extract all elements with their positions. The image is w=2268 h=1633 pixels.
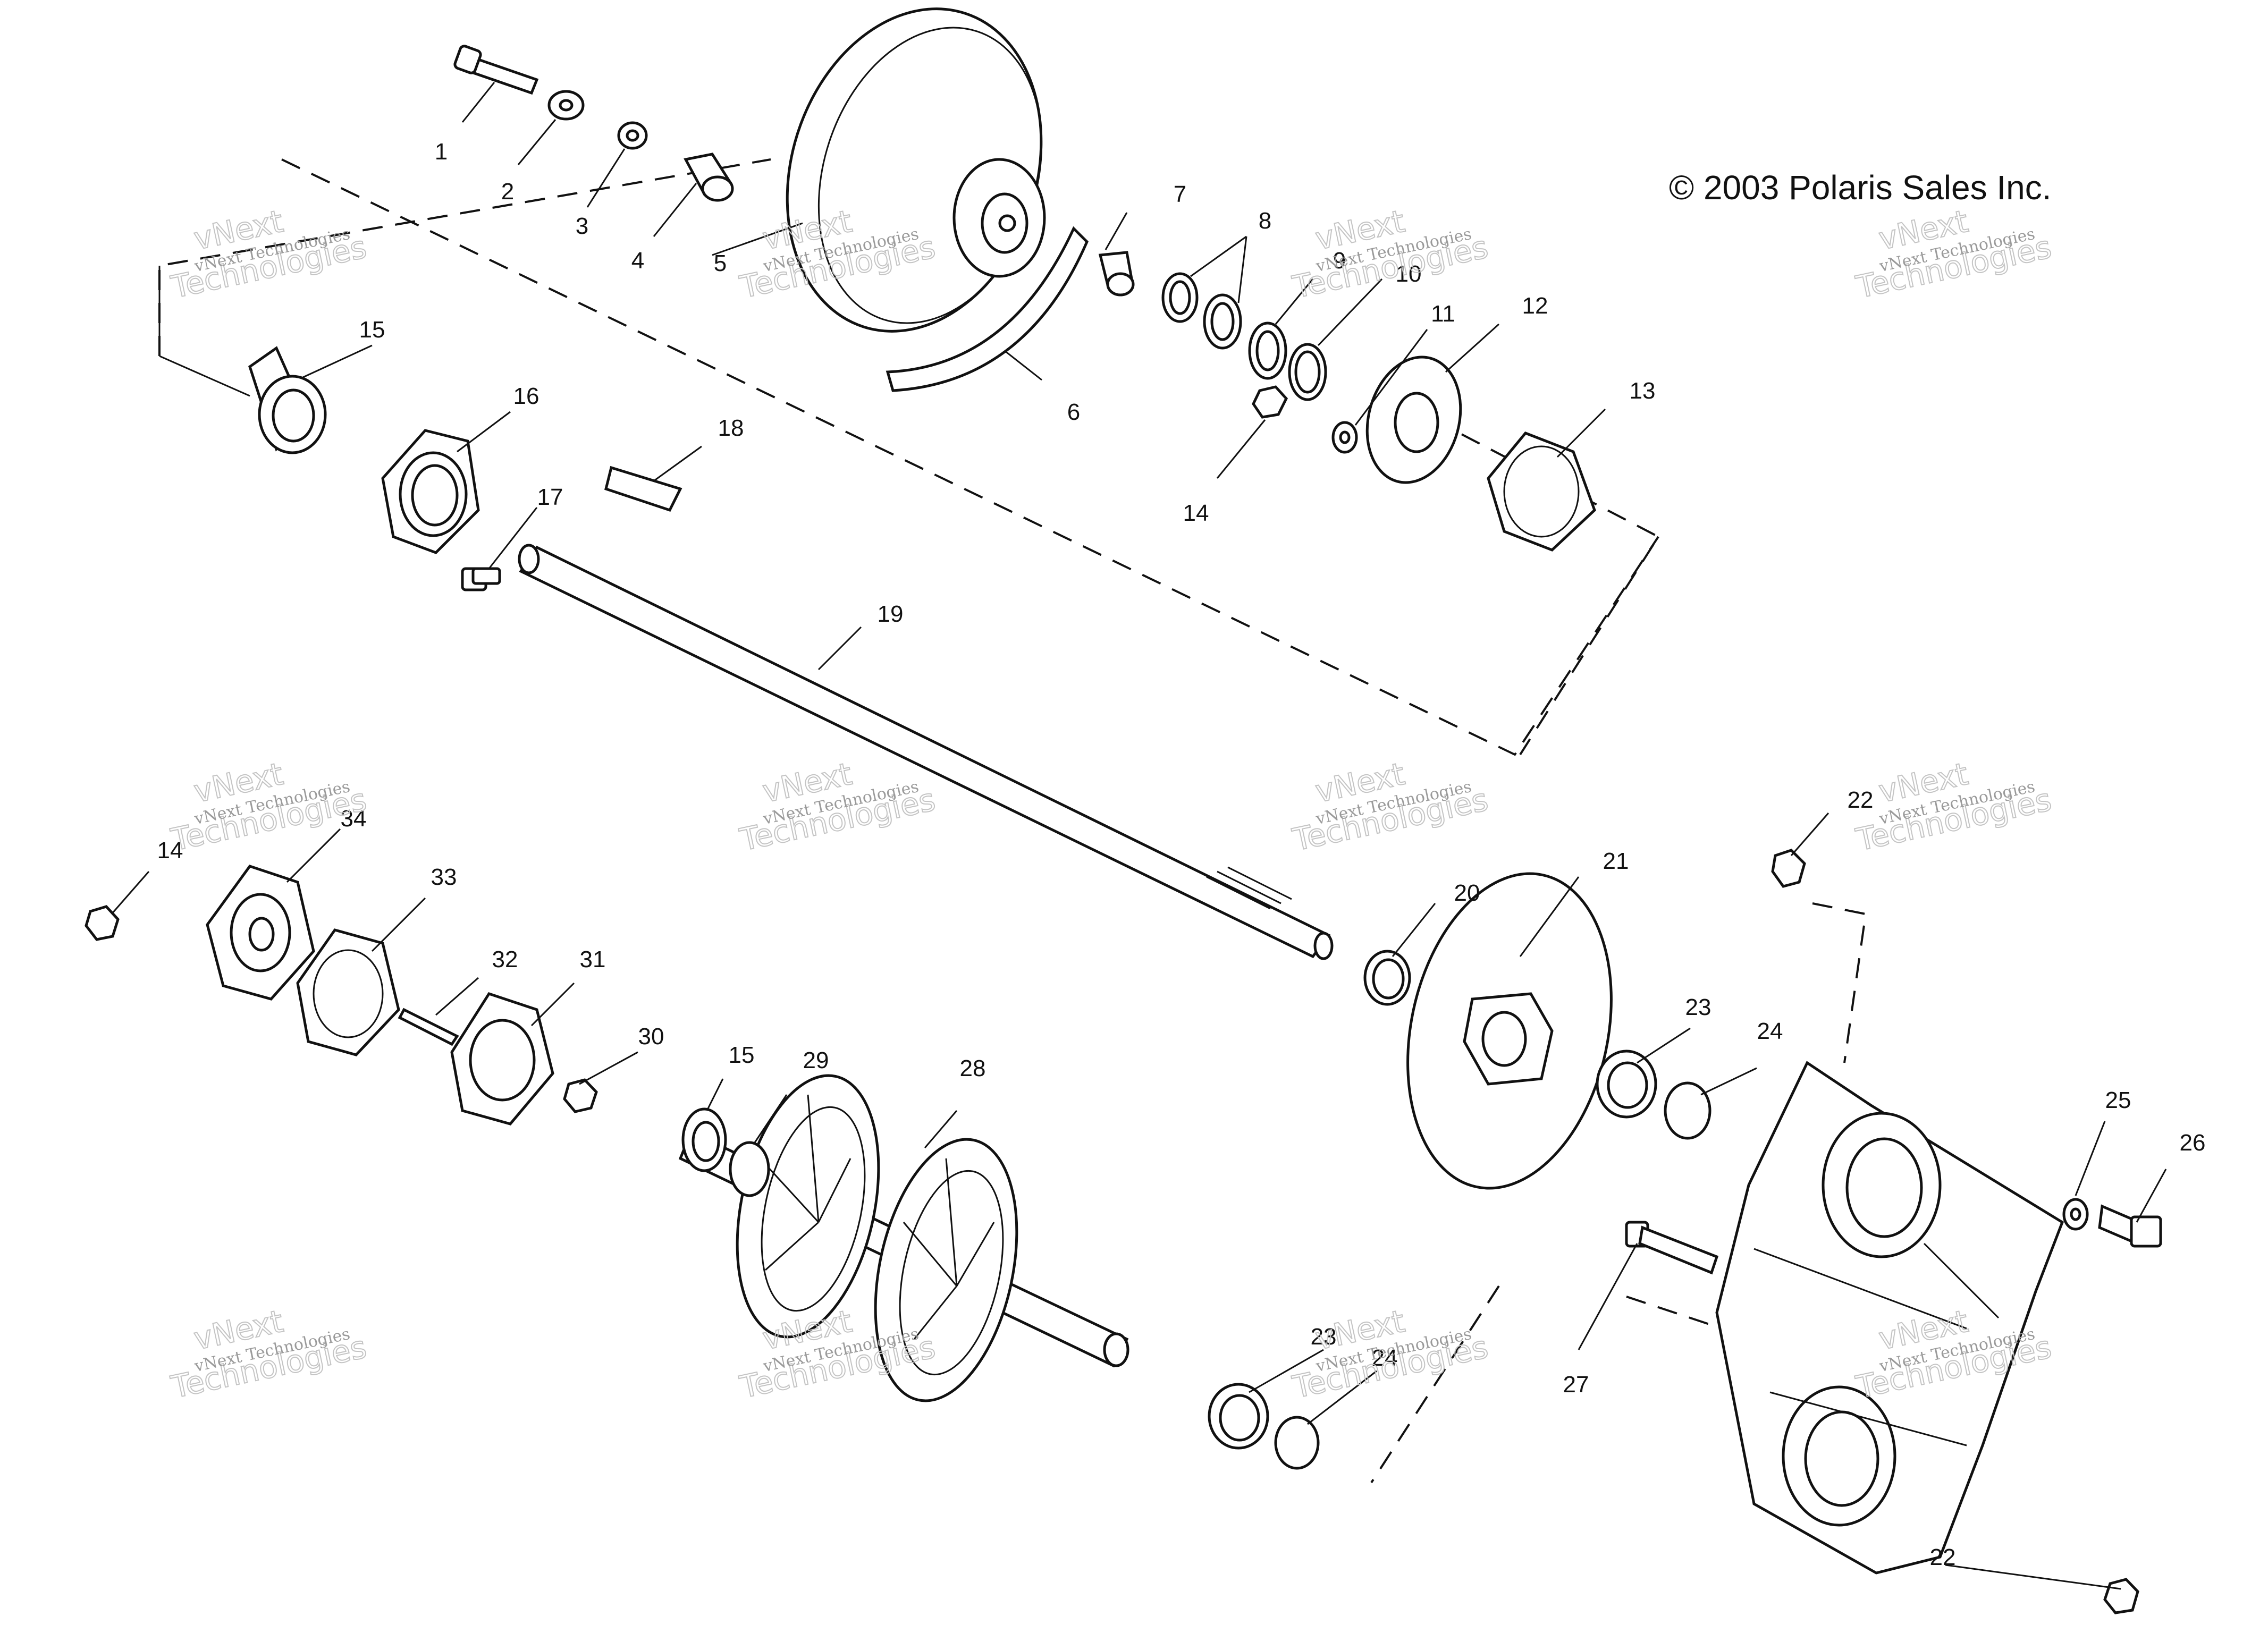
washer-11 (1331, 421, 1358, 454)
callout-34: 34 (341, 806, 367, 832)
nut-22-lower (2103, 1578, 2139, 1614)
bolt-17 (461, 567, 501, 591)
bearing-23-upper (1596, 1050, 1657, 1119)
callout-8: 8 (1259, 208, 1271, 234)
callout-4: 4 (631, 248, 644, 274)
callout-11: 11 (1431, 301, 1455, 327)
callout-5: 5 (714, 250, 727, 276)
bearing-housing-34 (206, 865, 315, 1001)
chaincase (1715, 1061, 2064, 1575)
callout-13: 13 (1630, 378, 1656, 404)
drive-chain-6 (886, 226, 1089, 392)
callout-15-upper: 15 (359, 317, 385, 343)
callout-22-upper: 22 (1848, 787, 1874, 813)
gasket-33 (296, 928, 400, 1056)
callout-23-lower: 23 (1311, 1324, 1337, 1350)
callout-14-upper: 14 (1183, 500, 1209, 526)
callout-1: 1 (435, 139, 448, 165)
washer-2 (547, 90, 585, 121)
callout-6: 6 (1067, 399, 1080, 425)
nut-22-upper (1771, 849, 1806, 888)
callout-19: 19 (878, 601, 904, 627)
callout-15-lower: 15 (729, 1042, 755, 1068)
callout-3: 3 (576, 213, 588, 239)
ring-20 (1363, 950, 1411, 1006)
o-ring-8b (1203, 293, 1242, 350)
bolt-1 (453, 45, 539, 95)
spacer-29 (729, 1141, 770, 1197)
callout-27: 27 (1563, 1372, 1589, 1398)
drive-sprocket-shaft-28 (678, 1074, 1129, 1402)
callout-10: 10 (1396, 261, 1422, 287)
bolt-27 (1625, 1221, 1719, 1275)
copyright-notice: © 2003 Polaris Sales Inc. (1669, 168, 2052, 207)
callout-25: 25 (2105, 1087, 2131, 1113)
o-ring-9 (1248, 321, 1287, 380)
shaft-19 (518, 544, 1334, 960)
brake-disc-21 (1406, 872, 1613, 1190)
callout-31: 31 (580, 946, 606, 972)
nut-30 (563, 1078, 598, 1113)
callout-22-lower: 22 (1930, 1544, 1956, 1570)
driven-pulley-5 (786, 7, 1046, 333)
washer-25 (2062, 1198, 2089, 1231)
bearing-flange-13 (1487, 431, 1596, 552)
callout-29: 29 (803, 1047, 829, 1073)
bolt-26 (2098, 1204, 2162, 1248)
bushing-4 (684, 153, 734, 202)
bearing-15-upper (248, 346, 327, 454)
callout-17: 17 (537, 484, 563, 510)
bearing-flange-16 (381, 429, 480, 554)
callout-33: 33 (431, 864, 457, 890)
o-ring-8a (1161, 272, 1199, 323)
bearing-15-lower (681, 1107, 727, 1172)
callout-24-lower: 24 (1372, 1345, 1398, 1371)
plate-12 (1365, 356, 1462, 484)
callout-9: 9 (1333, 248, 1346, 274)
leader-lines (111, 82, 2167, 1590)
callout-12: 12 (1522, 293, 1548, 319)
callout-7: 7 (1174, 181, 1186, 207)
callout-18: 18 (718, 415, 744, 441)
callout-32: 32 (492, 946, 518, 972)
nut-14-upper (1252, 385, 1288, 419)
washer-3 (617, 121, 648, 150)
flange-31 (450, 992, 554, 1126)
callout-24-upper: 24 (1757, 1018, 1783, 1044)
callout-21: 21 (1603, 848, 1629, 874)
o-ring-24-upper (1664, 1081, 1711, 1140)
o-ring-24-lower (1274, 1416, 1320, 1470)
callout-16: 16 (513, 383, 539, 409)
callout-2: 2 (501, 179, 514, 205)
callout-30: 30 (638, 1023, 664, 1050)
o-ring-10 (1288, 343, 1327, 401)
callout-23-upper: 23 (1685, 994, 1711, 1020)
callout-20: 20 (1454, 880, 1480, 906)
pin-32 (398, 1008, 459, 1046)
bearing-23-lower (1208, 1383, 1269, 1450)
key-18 (604, 466, 682, 512)
nut-14-lower (85, 905, 120, 941)
callout-28: 28 (960, 1055, 986, 1081)
callout-14-lower: 14 (157, 837, 183, 864)
callout-labels: 1 2 3 4 5 6 7 8 9 10 11 12 13 14 15 16 1… (157, 139, 2206, 1570)
callout-26: 26 (2180, 1130, 2206, 1156)
bushing-7 (1098, 251, 1135, 297)
